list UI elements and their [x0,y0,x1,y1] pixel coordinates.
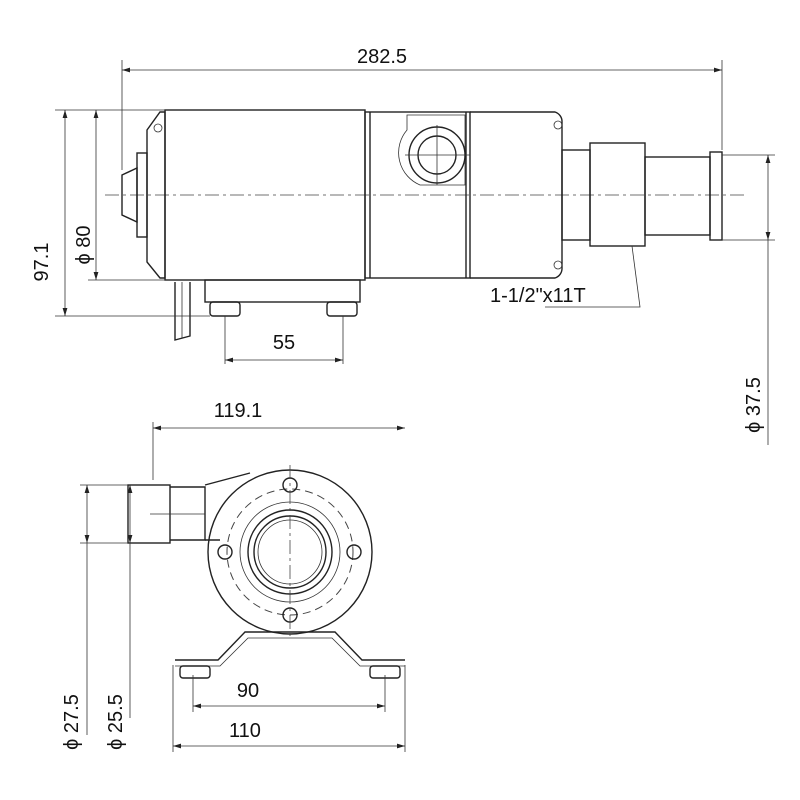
dim-thread: 1-1/2"x11T [490,285,586,307]
power-cable [174,282,191,341]
foot-right [326,301,358,317]
dim-inlet-outer-diameter: ϕ 27.5 [61,694,83,750]
dim-overall-height: 97.1 [31,243,53,282]
bolt-hole [217,544,233,560]
dim-overall-length: 282.5 [357,46,407,68]
side-dimensions: 282.5 97.1 ϕ 80 55 1-1/2"x11T ϕ 37.5 [31,46,775,445]
motor-base [204,279,361,303]
front-view [127,465,405,679]
dim-front-width: 119.1 [214,400,263,422]
mounting-bracket [175,631,405,661]
pump-housing [364,111,471,279]
outlet-nut [589,142,646,247]
bolt-hole [346,544,362,560]
dim-motor-diameter: ϕ 80 [73,225,95,264]
foot-left [209,301,241,317]
front-dimensions: 119.1 ϕ 27.5 ϕ 25.5 90 110 [61,400,406,752]
dim-bracket-width: 110 [229,720,261,742]
side-view [105,109,745,341]
dim-foot-spacing: 55 [273,332,295,354]
dim-inlet-inner-diameter: ϕ 25.5 [105,694,127,750]
dim-outlet-diameter: ϕ 37.5 [743,377,765,433]
hose-barb [644,156,711,236]
dim-bracket-hole-spacing: 90 [237,680,259,702]
